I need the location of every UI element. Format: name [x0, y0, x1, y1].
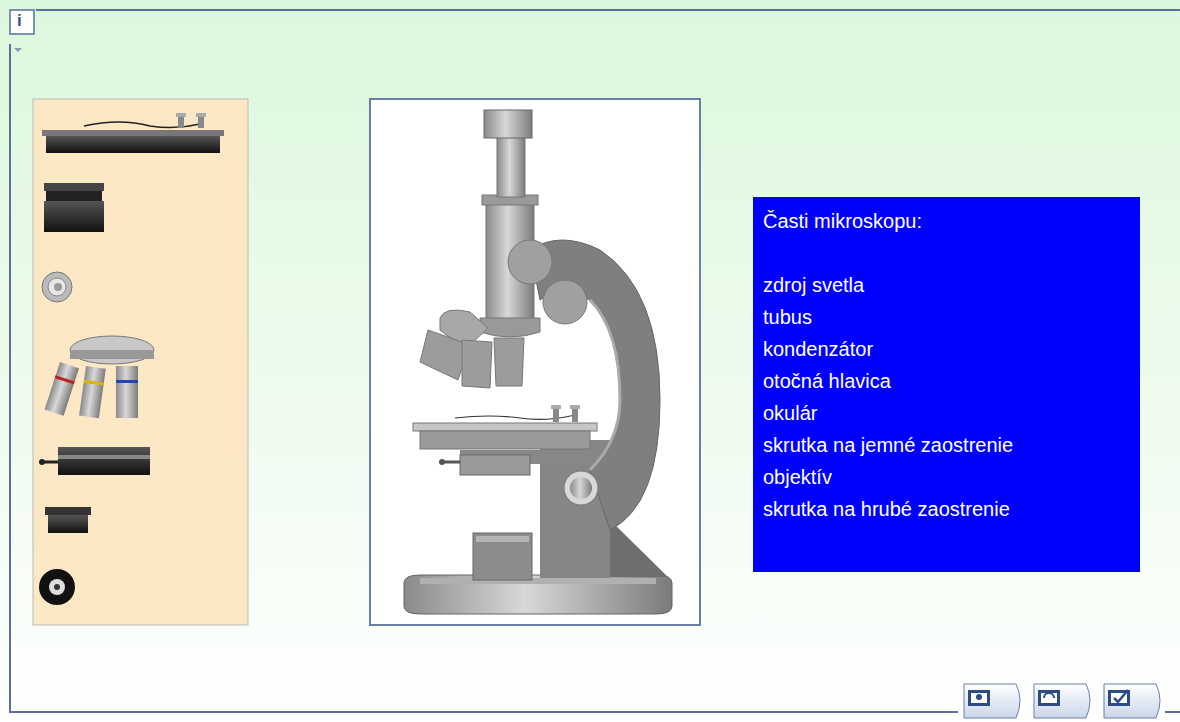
part-name: skrutka na jemné zaostrenie [763, 429, 1130, 461]
part-name: tubus [763, 301, 1130, 333]
microscope-illustration [370, 99, 700, 625]
frame [10, 10, 1180, 712]
part-name: kondenzátor [763, 333, 1130, 365]
parts-list-box: Časti mikroskopu: zdroj svetlatubuskonden… [753, 197, 1140, 572]
info-icon-letter: i [17, 12, 22, 30]
nav-buttons [964, 684, 1180, 718]
part-name: zdroj svetla [763, 269, 1130, 301]
part-name: otočná hlavica [763, 365, 1130, 397]
parts-panel [33, 99, 248, 625]
list-heading: Časti mikroskopu: [763, 205, 1130, 237]
part-name: okulár [763, 397, 1130, 429]
part-name: objektív [763, 461, 1130, 493]
part-name: skrutka na hrubé zaostrenie [763, 493, 1130, 525]
